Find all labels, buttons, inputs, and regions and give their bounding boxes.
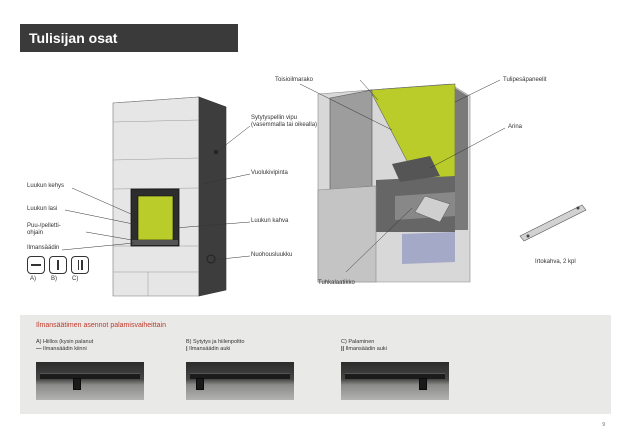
air-control-knob [195, 378, 204, 390]
setting-photo [341, 362, 449, 400]
air-control-knob [418, 378, 427, 390]
setting-description: Ilmansäädin auki [345, 345, 387, 352]
open-symbol-icon [49, 256, 67, 274]
setting-column-c: C) Palaminen || Ilmansäädin auki [341, 339, 486, 400]
label-luukun-lasi: Luukun lasi [27, 206, 58, 212]
air-control-knob [73, 378, 82, 390]
setting-photo [36, 362, 144, 400]
setting-symbol: || [341, 345, 345, 352]
label-ilmansaadin: Ilmansäädin [27, 245, 60, 251]
label-sytytyspelli: Sytytyspellin vipu (vasemmalla tai oikea… [251, 115, 318, 128]
symbol-label-c: C) [72, 276, 79, 282]
setting-heading: A) Hiillos (kysin palanut [36, 339, 94, 345]
setting-description: Ilmansäädin auki [189, 345, 231, 352]
label-luukun-kehys: Luukun kehys [27, 183, 65, 189]
label-irtokahva: Irtokahva, 2 kpl [535, 259, 576, 265]
setting-heading: B) Sytytys ja hiilenpoltto [186, 339, 245, 345]
label-vuolukivipinta: Vuolukivipinta [251, 170, 288, 176]
setting-column-a: A) Hiillos (kysin palanut — Ilmansäädin … [36, 339, 181, 400]
closed-symbol-icon [27, 256, 45, 274]
label-puu-pelletti: Puu-/pelletti- ohjain [27, 223, 61, 236]
label-luukun-kahva: Luukun kahva [251, 218, 289, 224]
setting-column-b: B) Sytytys ja hiilenpoltto | Ilmansäädin… [186, 339, 331, 400]
air-settings-panel: Ilmansäätimen asennot palamisvaiheittain… [20, 315, 611, 414]
label-arina: Arina [508, 124, 523, 130]
label-tuhkalaatikko: Tuhkalaatikko [318, 280, 355, 286]
label-toisioilmarako: Toisioilmarako [275, 77, 314, 83]
full-open-symbol-icon [71, 256, 89, 274]
page-title: Tulisijan osat [20, 24, 238, 52]
setting-photo [186, 362, 294, 400]
panel-heading: Ilmansäätimen asennot palamisvaiheittain [36, 322, 166, 329]
label-tulipesapaneelit: Tulipesäpaneelit [503, 77, 547, 83]
setting-symbol: — [36, 345, 42, 352]
symbol-label-b: B) [51, 276, 57, 282]
air-control-symbols [27, 256, 89, 274]
page-number: 9 [602, 422, 605, 428]
label-nuohousluukku: Nuohousluukku [251, 252, 293, 258]
setting-heading: C) Palaminen [341, 339, 375, 345]
symbol-label-a: A) [30, 276, 36, 282]
setting-description: Ilmansäädin kiinni [43, 345, 87, 352]
setting-symbol: | [186, 345, 188, 352]
